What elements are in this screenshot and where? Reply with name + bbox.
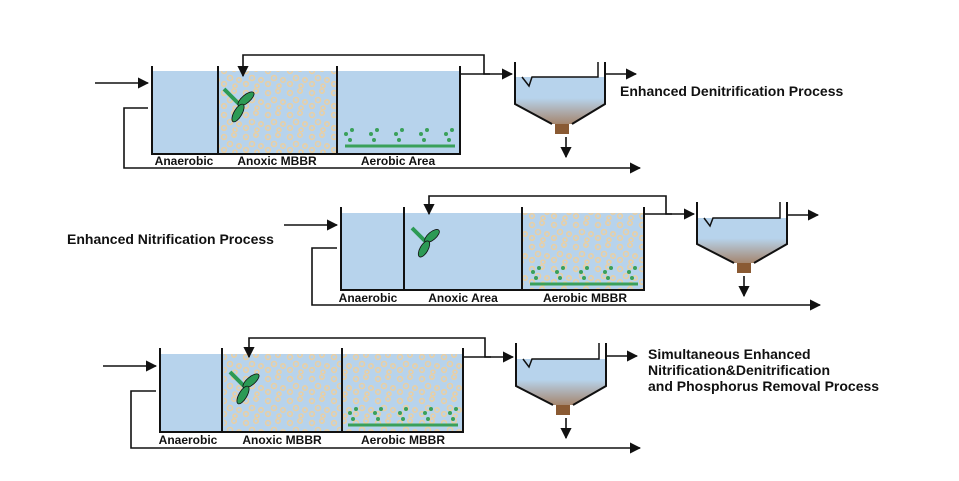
process-2-zone-3-label: Aerobic MBBR — [543, 291, 627, 305]
process-1-clarifier-outlet — [555, 124, 569, 134]
process-1-zone-2-label: Anoxic MBBR — [237, 154, 317, 168]
process-3: Anaerobic Anoxic MBBR Aerobic MBBR Simul… — [103, 337, 879, 454]
process-2-sludge-return-arrow — [311, 247, 822, 311]
mixer-icon — [228, 370, 260, 405]
mixer-icon — [410, 226, 440, 258]
process-2-zone-2-label: Anoxic Area — [428, 291, 498, 305]
mixer-icon — [222, 87, 255, 123]
process-2-zone-1-label: Anaerobic — [339, 291, 398, 305]
process-1-clarifier-weir — [521, 62, 599, 88]
process-2-clarifier-fill — [697, 218, 787, 263]
process-1-zone-3-label: Aerobic Area — [361, 154, 436, 168]
process-3-clarifier-outlet — [556, 405, 570, 415]
aerator-icon — [530, 266, 638, 286]
process-1-clarifier — [514, 62, 606, 125]
process-1-sludge-return-arrow — [123, 107, 642, 174]
process-1-title: Enhanced Denitrification Process — [620, 83, 843, 99]
process-3-zone-2-label: Anoxic MBBR — [242, 433, 322, 447]
process-2-clarifier-outlet — [737, 263, 751, 273]
process-3-title-line-2: Nitrification&Denitrification — [648, 362, 830, 378]
process-3-zone-3-label: Aerobic MBBR — [361, 433, 445, 447]
process-3-clarifier-fill — [516, 359, 606, 405]
process-1-tank — [151, 66, 461, 155]
process-1: Anaerobic Anoxic MBBR Aerobic Area Enhan… — [95, 54, 843, 174]
process-3-clarifier-weir — [522, 343, 600, 369]
process-2-clarifier — [696, 202, 788, 264]
process-2-recycle-arrow — [423, 195, 672, 216]
process-3-clarifier — [515, 343, 607, 406]
process-3-sludge-return-arrow — [130, 390, 642, 454]
process-1-zone-1-label: Anaerobic — [155, 154, 214, 168]
aerator-icon — [348, 407, 458, 427]
process-3-tank — [159, 348, 464, 433]
process-2: Anaerobic Anoxic Area Aerobic MBBR Enhan… — [67, 195, 822, 311]
process-2-clarifier-weir — [703, 202, 781, 228]
process-2-tank — [340, 207, 645, 291]
process-2-title: Enhanced Nitrification Process — [67, 231, 274, 247]
process-3-title-line-3: and Phosphorus Removal Process — [648, 378, 879, 394]
process-1-clarifier-fill — [515, 77, 605, 124]
aerator-icon — [344, 128, 455, 148]
process-3-title-line-1: Simultaneous Enhanced — [648, 346, 811, 362]
process-3-zone-1-label: Anaerobic — [159, 433, 218, 447]
